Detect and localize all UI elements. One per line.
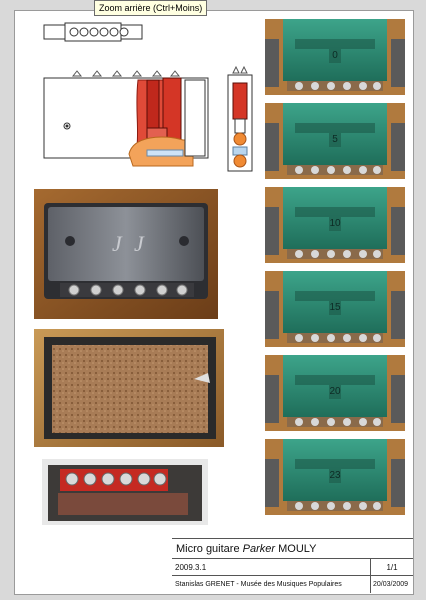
measurement-plate-0: 0 <box>265 19 405 95</box>
svg-text:J: J <box>112 231 123 256</box>
plate-label: 10 <box>329 218 341 229</box>
reference-row: 2009.3.1 1/1 <box>172 558 413 575</box>
photo-pickup-screws <box>42 459 208 525</box>
reference-number: 2009.3.1 <box>175 563 207 572</box>
document-title: Micro guitare Parker MOULY <box>172 538 413 558</box>
plate-label: 5 <box>332 134 338 145</box>
title-suffix: MOULY <box>275 543 317 555</box>
photo-pickup-base <box>34 329 224 447</box>
plate-label: 0 <box>332 50 338 61</box>
plate-label: 23 <box>329 470 341 481</box>
zoom-out-tooltip: Zoom arrière (Ctrl+Moins) <box>94 0 208 16</box>
document-page: J J <box>14 10 414 595</box>
pickup-side-view-drawing <box>227 65 253 172</box>
measurement-plate-20: 20 <box>265 355 405 431</box>
author: Stanislas GRENET - Musée des Musiques Po… <box>175 581 342 588</box>
svg-text:J: J <box>134 231 145 256</box>
photo-pickup-cover: J J <box>34 189 218 319</box>
title-italic: Parker <box>242 543 276 555</box>
title-prefix: Micro guitare <box>176 543 243 555</box>
document-date: 20/03/2009 <box>370 576 413 593</box>
title-block: Micro guitare Parker MOULY 2009.3.1 1/1 … <box>172 538 413 593</box>
plate-label: 20 <box>329 386 341 397</box>
measurement-plate-5: 5 <box>265 103 405 179</box>
plate-label: 15 <box>329 302 341 313</box>
author-row: Stanislas GRENET - Musée des Musiques Po… <box>172 575 413 593</box>
pickup-section-drawing <box>43 70 209 167</box>
measurement-plate-10: 10 <box>265 187 405 263</box>
pickup-top-view-drawing <box>43 22 143 42</box>
page-number: 1/1 <box>370 559 413 575</box>
measurement-plate-15: 15 <box>265 271 405 347</box>
measurement-plate-23: 23 <box>265 439 405 515</box>
